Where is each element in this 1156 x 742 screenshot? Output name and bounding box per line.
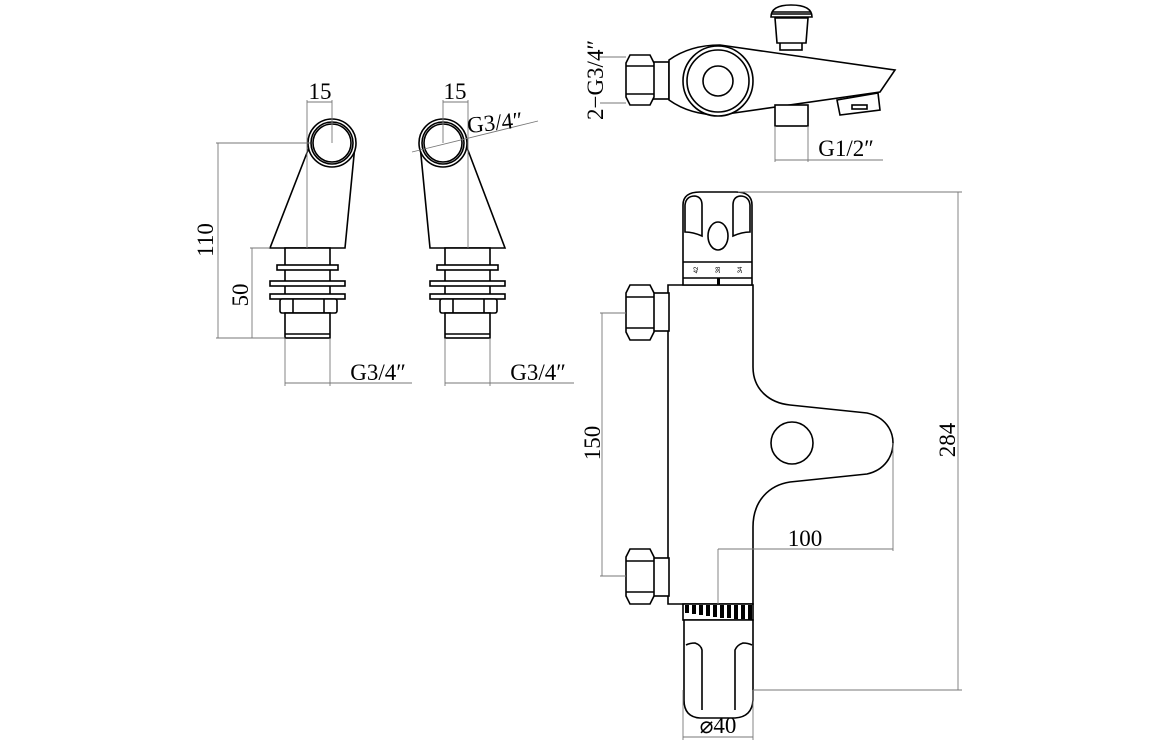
- scale-label: 38: [716, 266, 722, 273]
- dimension-label: G3/4″: [466, 107, 524, 138]
- flow-handle[interactable]: [682, 603, 754, 719]
- dimension-label: 100: [788, 526, 823, 551]
- dimension-100: 100: [717, 443, 894, 604]
- dimension-label: G1/2″: [818, 136, 874, 161]
- fitting-left: 15 110 50 G3/4″: [193, 79, 412, 386]
- dimension-label: 284: [935, 422, 960, 457]
- dimension-150: 150: [580, 312, 626, 577]
- dimension-label: 150: [580, 426, 605, 461]
- mixer-front-view: 42 38 34 2: [580, 191, 962, 740]
- dimension-label: G3/4″: [510, 360, 566, 385]
- scale-label: 34: [738, 266, 744, 273]
- scale-label: 42: [694, 266, 700, 273]
- dimension-inlets: 2−G3/4″: [583, 40, 626, 120]
- fitting-right: 15 G3/4″ G3/4″: [411, 79, 574, 386]
- dimension-50: 50: [228, 247, 270, 338]
- dimension-label: 110: [193, 223, 218, 257]
- dimension-label: 15: [309, 79, 332, 104]
- scale-marker: [717, 278, 720, 285]
- inlet-nut-bottom: [625, 548, 670, 605]
- mixer-top-view: 2−G3/4″ G1/2″: [583, 4, 897, 162]
- dimension-label: 15: [444, 79, 467, 104]
- dimension-284: 284: [738, 191, 962, 691]
- inlet-nut-top: [625, 284, 670, 341]
- temperature-handle[interactable]: 42 38 34: [682, 191, 753, 286]
- dimension-label: 50: [228, 284, 253, 307]
- dimension-label: ⌀40: [700, 713, 737, 738]
- dimension-15-left: 15: [306, 79, 333, 248]
- dimension-label: G3/4″: [350, 360, 406, 385]
- dimension-110: 110: [193, 142, 310, 339]
- dimension-outlet: G1/2″: [774, 126, 883, 162]
- dimension-thread-left: G3/4″: [284, 338, 412, 386]
- dimension-diameter-40: ⌀40: [682, 690, 754, 740]
- dimension-thread-right: G3/4″: [444, 338, 574, 386]
- dimension-inlet-right: G3/4″: [411, 107, 539, 153]
- dimension-15-right: 15: [442, 79, 469, 248]
- dimension-label: 2−G3/4″: [583, 40, 608, 120]
